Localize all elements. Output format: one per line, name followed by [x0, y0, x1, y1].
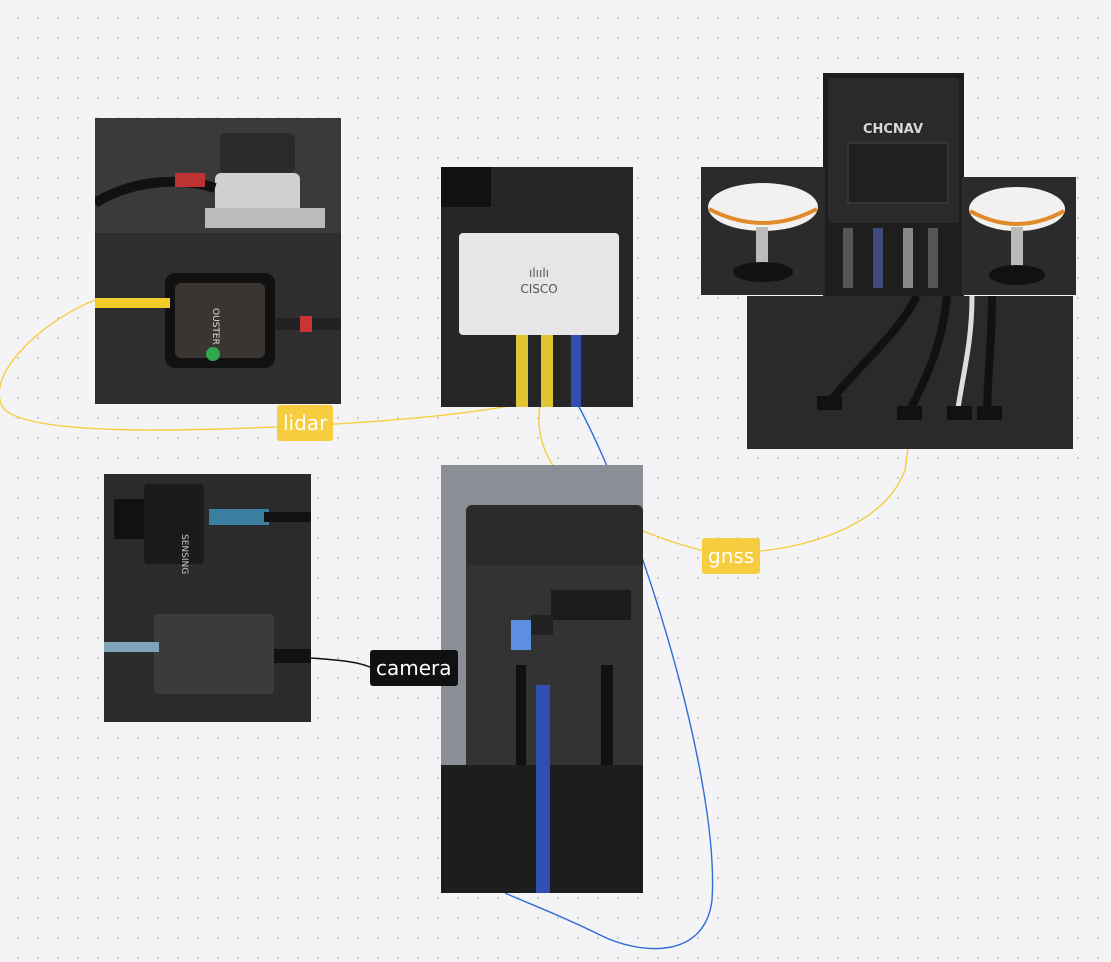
switch-photo[interactable]: ılıılı CISCO: [441, 167, 633, 407]
lidar-illustration: OUSTER: [95, 118, 341, 404]
cisco-brand: CISCO: [520, 282, 557, 296]
computer-photo[interactable]: [441, 465, 643, 893]
ouster-text: OUSTER: [210, 308, 220, 345]
camera-illustration: SENSING: [104, 474, 311, 722]
gnss-connector: [538, 404, 909, 554]
gnss-receiver-photo[interactable]: CHCNAV: [823, 73, 964, 299]
network-blue-connector: [504, 404, 714, 950]
gnss-antenna-left-photo[interactable]: [701, 167, 825, 295]
harness-illustration: [747, 296, 1073, 449]
chcnav-brand: CHCNAV: [863, 122, 923, 137]
lidar-photo[interactable]: OUSTER: [95, 118, 341, 404]
camera-photo[interactable]: SENSING: [104, 474, 311, 722]
camera-label: camera: [376, 656, 452, 680]
lidar-connector: [0, 297, 516, 431]
gnss-receiver-illustration: CHCNAV: [823, 73, 964, 299]
cisco-mark: ılıılı: [529, 266, 549, 280]
antenna-right-illustration: [962, 177, 1076, 295]
gnss-harness-photo[interactable]: [747, 296, 1073, 449]
lidar-tag[interactable]: lidar: [277, 405, 334, 441]
lidar-label: lidar: [283, 411, 328, 435]
gnss-antenna-right-photo[interactable]: [962, 177, 1076, 295]
camera-tag[interactable]: camera: [370, 650, 458, 686]
antenna-left-illustration: [701, 167, 825, 295]
switch-illustration: ılıılı CISCO: [441, 167, 633, 407]
computer-illustration: [441, 465, 643, 893]
gnss-label: gnss: [708, 544, 755, 568]
camera-connector: [309, 657, 373, 669]
sensing-text: SENSING: [179, 534, 189, 574]
gnss-tag[interactable]: gnss: [702, 538, 761, 574]
